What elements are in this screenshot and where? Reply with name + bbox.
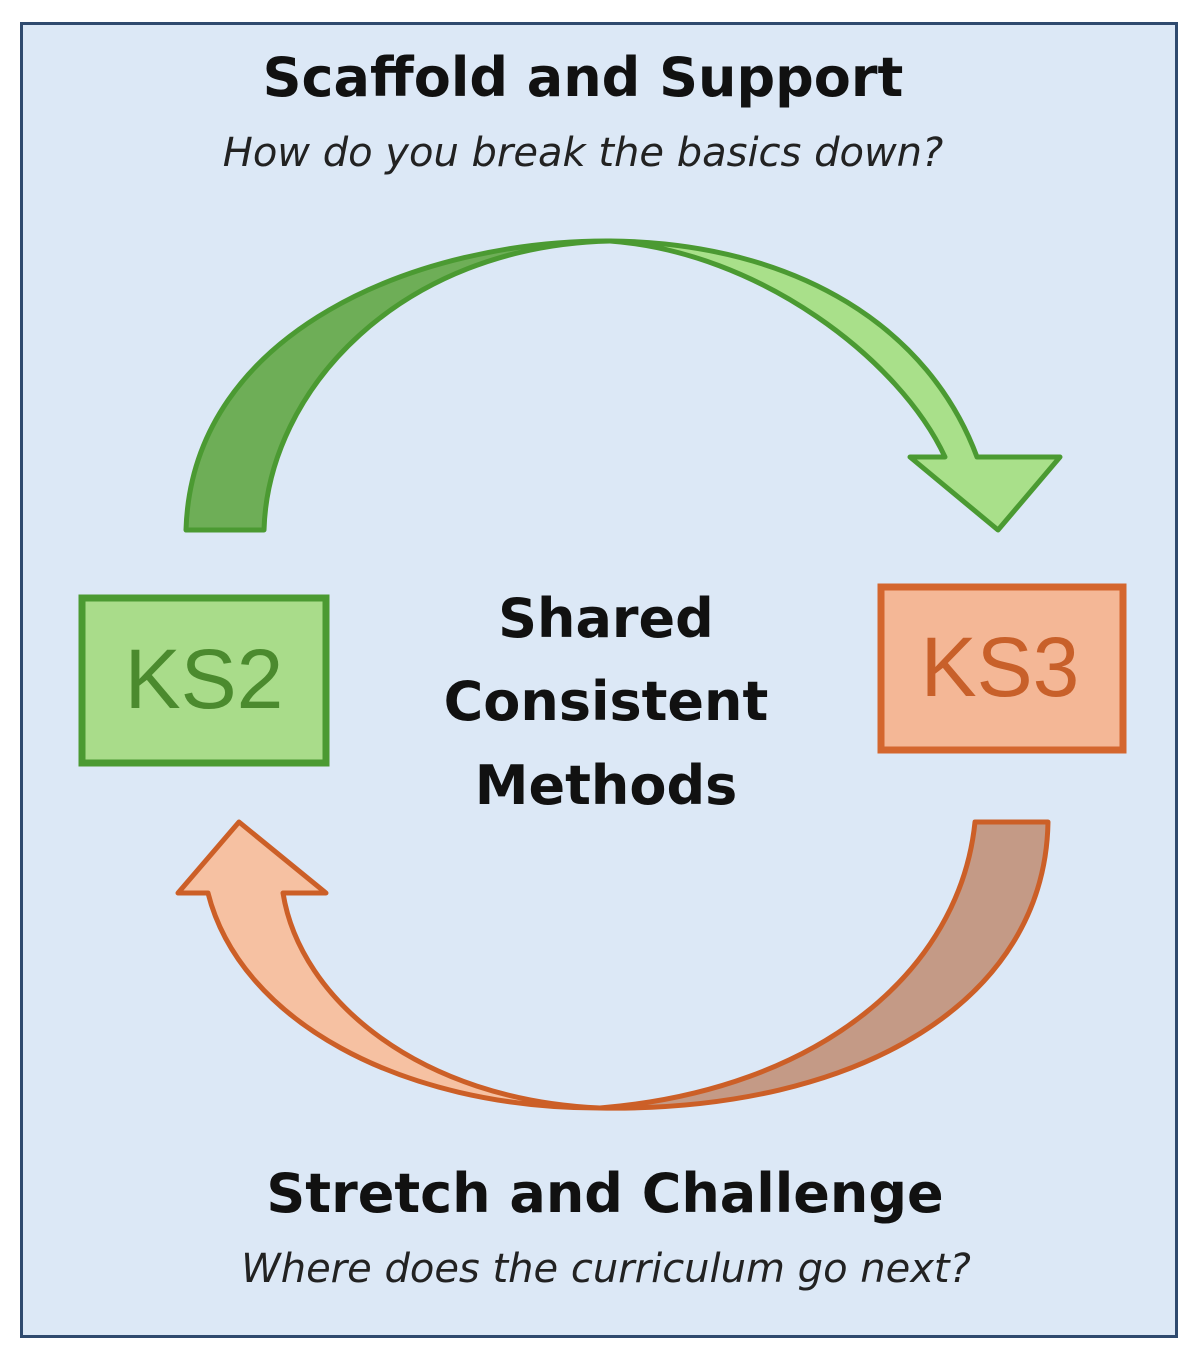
top-subtitle: How do you break the basics down?	[223, 130, 944, 176]
center-line-2: Consistent	[444, 670, 769, 733]
center-line-3: Methods	[475, 754, 738, 817]
top-title: Scaffold and Support	[263, 46, 904, 109]
ks2-label: KS2	[125, 632, 284, 726]
bottom-title: Stretch and Challenge	[266, 1162, 943, 1225]
ks3-box: KS3	[877, 583, 1127, 754]
curved-arrow-right-icon	[183, 238, 1063, 533]
curved-arrow-left-icon	[175, 819, 1051, 1111]
bottom-subtitle: Where does the curriculum go next?	[241, 1246, 971, 1292]
center-line-1: Shared	[498, 587, 714, 650]
ks2-box: KS2	[78, 594, 330, 767]
ks3-label: KS3	[921, 620, 1080, 714]
